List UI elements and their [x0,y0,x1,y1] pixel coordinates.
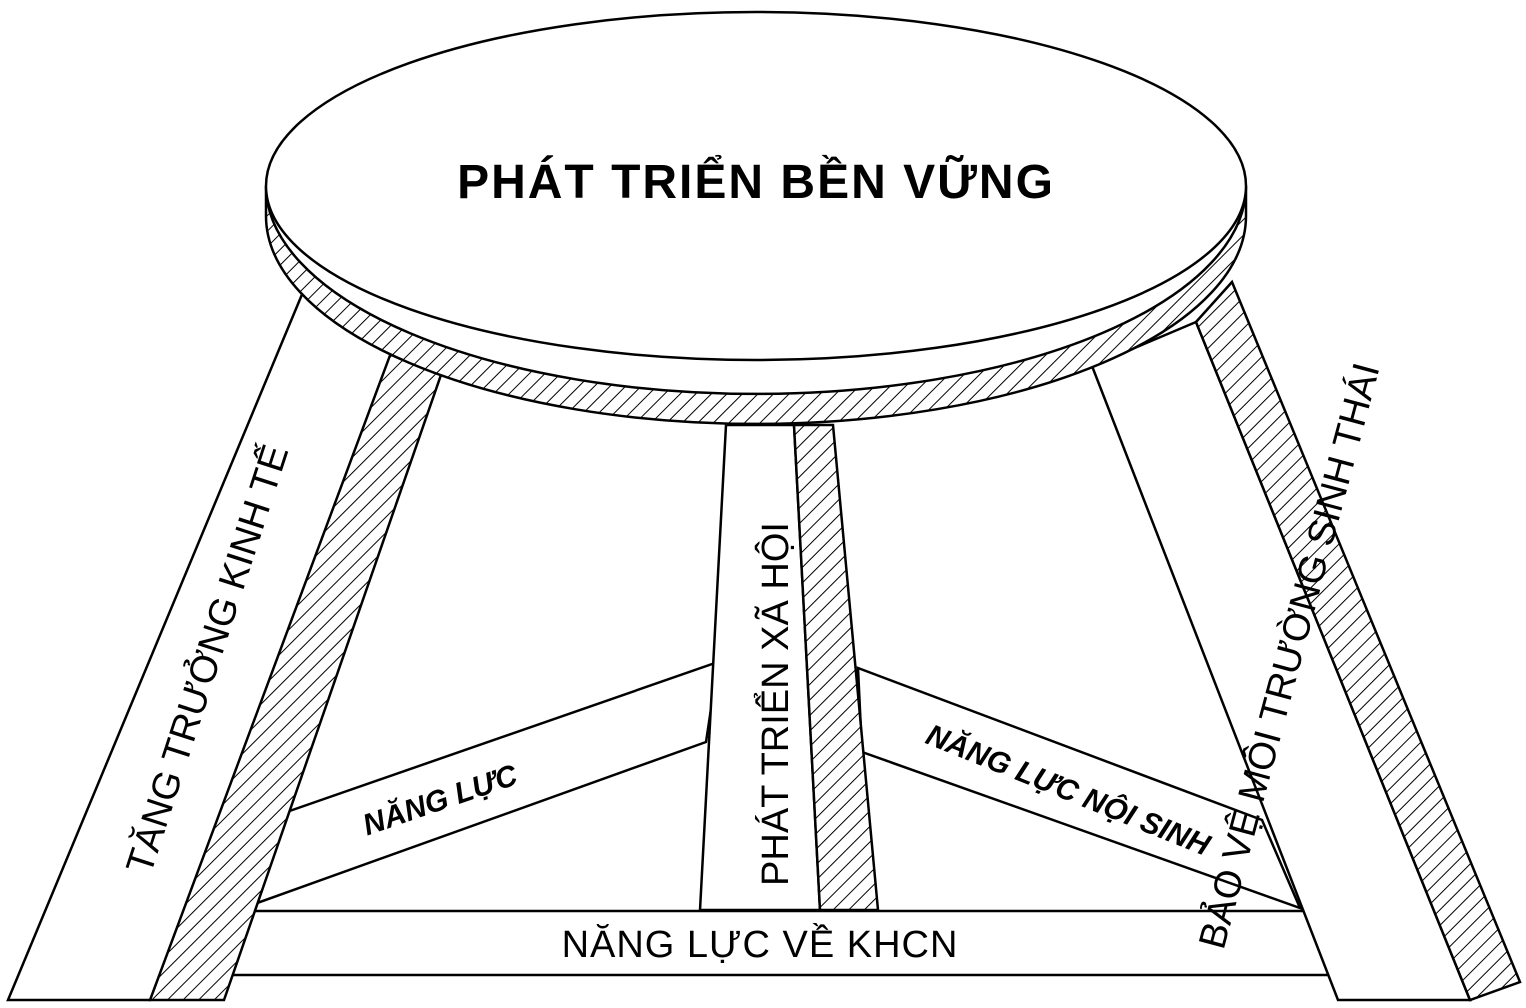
leg-center-side-hatch [792,423,880,912]
leg-right: BẢO VỆ MÔI TRƯỜNG SINH THÁI [1090,279,1522,1002]
leg-center-label: PHÁT TRIỂN XÃ HỘI [752,522,797,886]
leg-left: TĂNG TRƯỞNG KINH TẾ [6,290,444,1002]
stool-seat: PHÁT TRIỂN BỀN VỮNG [264,10,1248,426]
seat-title: PHÁT TRIỂN BỀN VỮNG [457,154,1055,209]
seat-top [264,10,1248,362]
leg-center: PHÁT TRIỂN XÃ HỘI [698,423,880,912]
rung-bottom-label: NĂNG LỰC VỀ KHCN [562,922,959,966]
seat-rim [264,185,1248,426]
rung-bottom: NĂNG LỰC VỀ KHCN [216,909,1338,977]
leg-right-side-hatch [1194,279,1522,1002]
